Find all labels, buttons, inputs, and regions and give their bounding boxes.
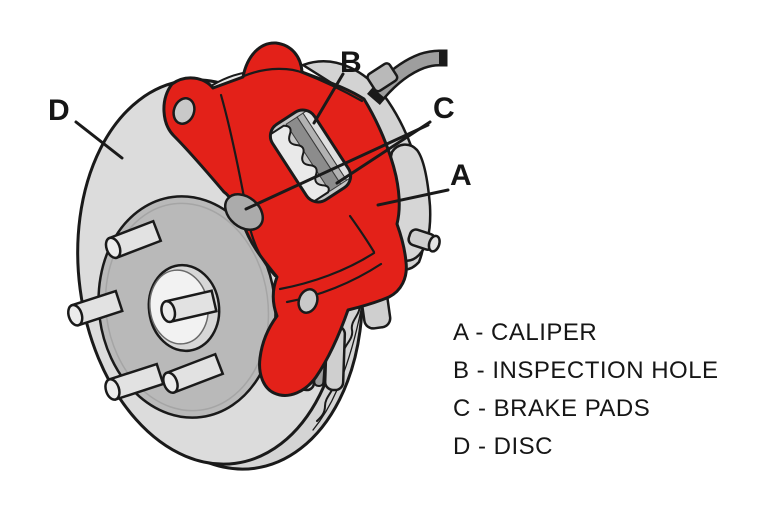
caliper-bump-crease bbox=[242, 67, 364, 103]
brake-pad-wavy bbox=[266, 124, 330, 205]
inspection-hole-border bbox=[268, 108, 353, 204]
legend-item-caliper: A - CALIPER bbox=[453, 319, 597, 346]
caliper-bridge-line bbox=[285, 262, 383, 304]
wheel-stud bbox=[67, 289, 124, 327]
leader-line-c2 bbox=[244, 123, 430, 211]
legend-item-disc: D - DISC bbox=[453, 433, 553, 460]
hose-fitting bbox=[366, 62, 399, 93]
inner-pad-glimpse bbox=[223, 193, 265, 231]
wheel-stud bbox=[104, 219, 163, 260]
brake-hose bbox=[366, 49, 448, 105]
bleeder-screw bbox=[407, 228, 441, 253]
callout-letter-d: D bbox=[48, 94, 70, 127]
leader-line-b bbox=[312, 72, 345, 125]
legend-item-inspection-hole: B - INSPECTION HOLE bbox=[453, 357, 719, 384]
leader-lines bbox=[74, 72, 450, 211]
callout-letter-b: B bbox=[340, 46, 362, 79]
caliper-bridge-line bbox=[278, 251, 376, 291]
legend-item-brake-pads: C - BRAKE PADS bbox=[453, 395, 650, 422]
leader-line-a bbox=[376, 188, 450, 207]
legend: A - CALIPER B - INSPECTION HOLE C - BRAK… bbox=[453, 319, 719, 460]
hub-inner-ring bbox=[104, 202, 270, 412]
mounting-hole-top bbox=[172, 97, 196, 125]
mounting-hole-bottom bbox=[297, 288, 319, 314]
callout-letter-a: A bbox=[450, 159, 472, 192]
caliper bbox=[162, 41, 408, 397]
leader-line-d bbox=[74, 120, 124, 160]
wheel-stud bbox=[162, 352, 225, 395]
wheel-stud bbox=[104, 362, 165, 402]
caliper-right-crease bbox=[348, 214, 376, 254]
callout-letter-c: C bbox=[433, 92, 455, 125]
wheel-studs bbox=[67, 219, 225, 402]
wheel-stud bbox=[160, 289, 218, 324]
